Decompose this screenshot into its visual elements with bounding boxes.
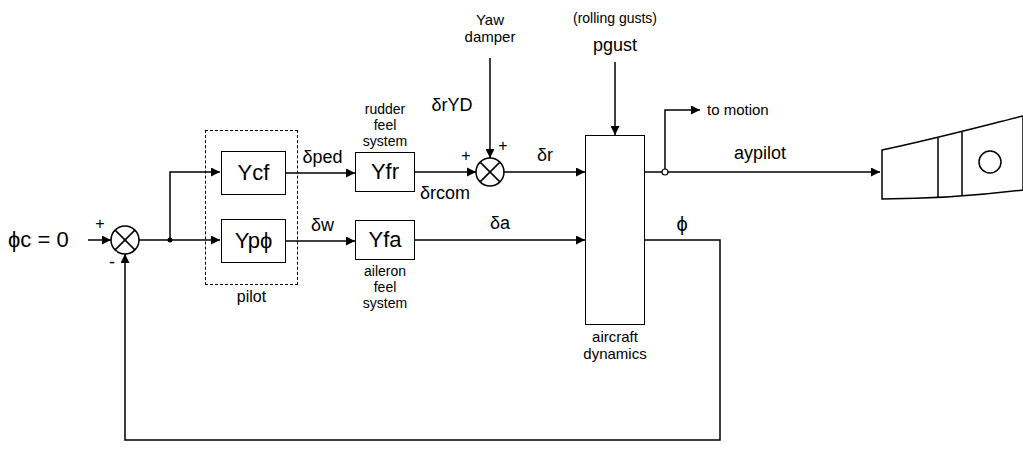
arrowhead (467, 168, 476, 177)
summing-junction (476, 158, 504, 186)
pilot-group: YcfYpϕpilot (205, 130, 298, 285)
signal-name: ϕ (674, 213, 689, 236)
transfer-block: rudder feel systemYfr (355, 152, 415, 192)
sign-symbol: + (496, 137, 509, 155)
sign-symbol: + (93, 215, 106, 233)
sign-symbol: - (107, 252, 117, 273)
block-label: Yfr (371, 159, 399, 184)
transfer-block: Ycf (221, 151, 286, 195)
connector-group (286, 172, 585, 241)
block-label: Yfa (368, 227, 401, 252)
error-wire (139, 239, 170, 241)
signal-connector (286, 240, 355, 242)
error-wire (170, 172, 220, 240)
disturbance-name: (rolling gusts) (571, 10, 659, 26)
motion-wire (665, 110, 700, 169)
signal-name: pgust (591, 35, 639, 56)
input-name: Yaw damper (458, 11, 522, 46)
signal-name: aypilot (732, 143, 788, 164)
transfer-block: Yfaaileron feel system (355, 220, 415, 260)
signal-name: δped (300, 147, 344, 168)
block-caption: aileron feel system (354, 263, 416, 311)
summing-junction (111, 226, 139, 254)
signal-name: δrcom (418, 183, 472, 204)
transfer-block: Ypϕ (221, 219, 286, 263)
plant-block: aircraft dynamics (585, 135, 645, 325)
signal-name: δr (535, 145, 555, 166)
signal-name: δa (488, 213, 512, 234)
block-caption: aircraft dynamics (570, 328, 660, 363)
signal-connector (415, 239, 585, 241)
pickoff-point (662, 169, 668, 175)
signal-connector (286, 172, 355, 174)
cockpit-display (882, 116, 1023, 199)
input-wire (88, 239, 111, 241)
gust-wire (614, 62, 616, 135)
reference-input: ϕc = 0 (6, 227, 71, 252)
block-caption: pilot (237, 288, 266, 306)
signal-name: δw (309, 215, 336, 236)
yaw-damper-wire (489, 58, 491, 158)
block-label: Ycf (238, 160, 270, 185)
signal-connector (415, 171, 585, 173)
output-wire (645, 171, 880, 173)
block-label: Ypϕ (235, 228, 273, 253)
signal-name: δrYD (429, 95, 474, 116)
branch-dot (168, 238, 173, 243)
error-wire (170, 239, 220, 241)
output-note: to motion (705, 101, 771, 118)
sign-symbol: + (459, 147, 472, 165)
block-caption: rudder feel system (354, 101, 416, 149)
